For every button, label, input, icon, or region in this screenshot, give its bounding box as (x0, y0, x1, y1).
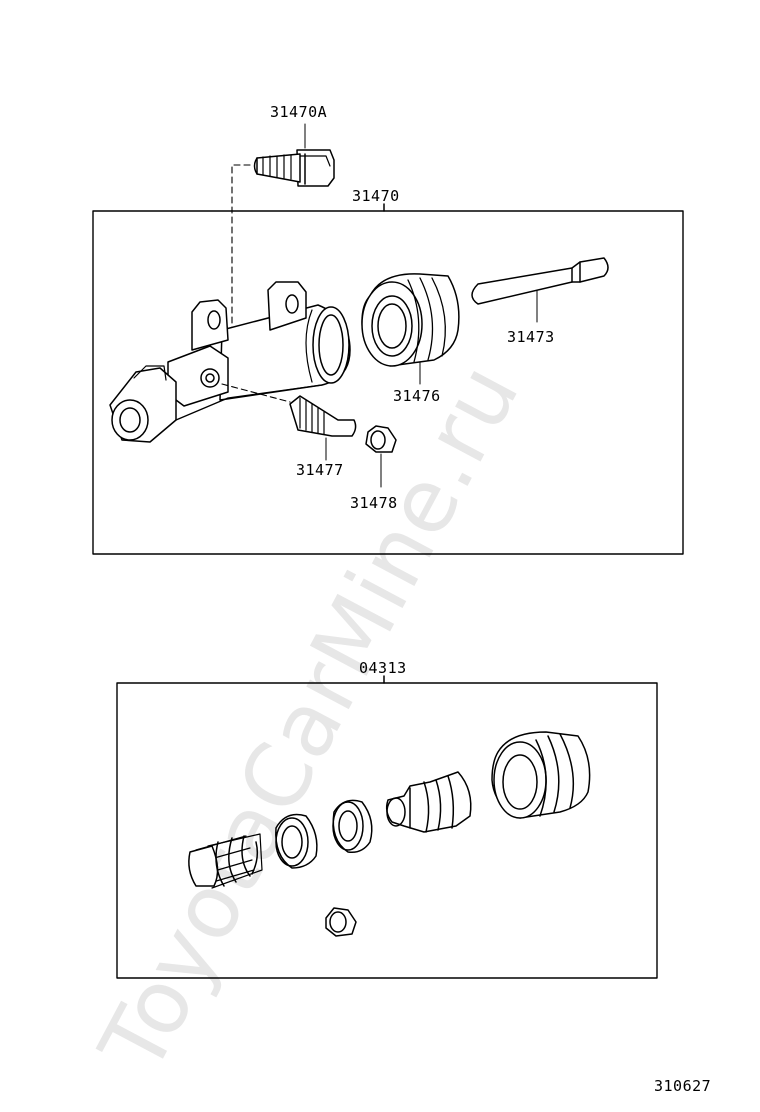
cylinder-body (109, 281, 351, 443)
part-label-31478: 31478 (350, 494, 398, 512)
group-label-31470: 31470 (352, 187, 400, 205)
cap-31478 (365, 425, 397, 488)
group-label-04313: 04313 (359, 659, 407, 677)
boot-31476 (361, 273, 460, 385)
spring-part (188, 833, 263, 889)
cup-seal-2 (332, 799, 373, 854)
bleeder-screw-31477 (289, 395, 357, 461)
lower-group-box (116, 682, 658, 979)
bleeder-guide-dashed (221, 383, 291, 403)
small-cap-part (325, 907, 357, 937)
drawing-number: 310627 (654, 1077, 712, 1095)
boot-part (491, 731, 591, 819)
cup-seal-1 (275, 813, 318, 869)
bolt-guide-dashed (231, 164, 251, 331)
part-label-31477: 31477 (296, 461, 344, 479)
piston-part (385, 771, 472, 833)
bolt-31470a (253, 123, 335, 187)
part-label-31473: 31473 (507, 328, 555, 346)
part-label-31470a: 31470A (270, 103, 328, 121)
push-rod-31473 (471, 257, 609, 323)
upper-group-box (92, 210, 684, 555)
part-label-31476: 31476 (393, 387, 441, 405)
